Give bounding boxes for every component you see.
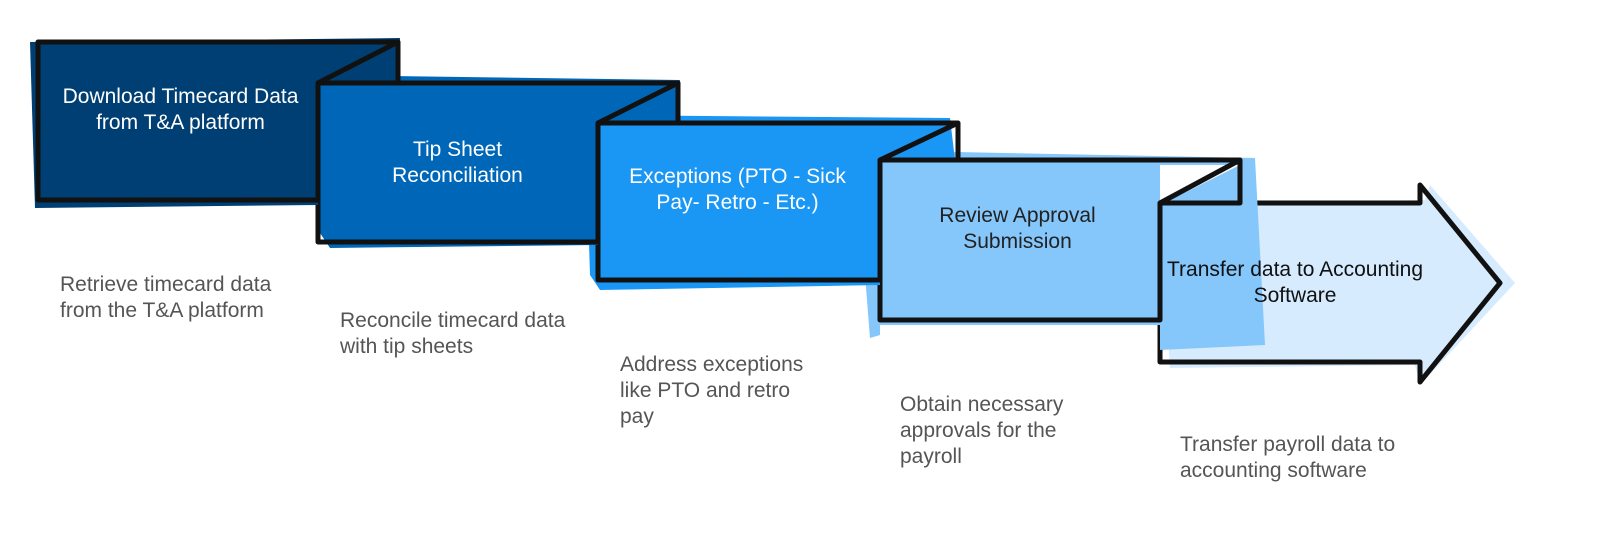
- step-1-description: Retrieve timecard data from the T&A plat…: [60, 273, 272, 322]
- step-2-title: Tip Sheet Reconciliation: [392, 138, 523, 187]
- step-4-description: Obtain necessary approvals for the payro…: [900, 393, 1064, 468]
- step-4-body: [880, 160, 1160, 325]
- fold-4-5: [1158, 157, 1242, 206]
- fold-1-2: [316, 39, 400, 86]
- step-2-fill: [318, 75, 680, 248]
- step-3-title: Exceptions (PTO - Sick Pay- Retro - Etc.…: [629, 165, 846, 214]
- step-3-fill: [585, 115, 955, 290]
- step-5-description: Transfer payroll data to accounting soft…: [1180, 433, 1396, 482]
- step-4-title: Review Approval Submission: [939, 204, 1096, 253]
- step-4-box: [855, 150, 1265, 350]
- fold-2-3: [596, 80, 680, 126]
- step-2-description: Reconcile timecard data with tip sheets: [340, 309, 566, 358]
- step-1-title: Download Timecard Data from T&A platform: [62, 85, 299, 134]
- fold-3-4: [878, 120, 960, 163]
- step-1-box: [30, 38, 401, 208]
- step-1-outline: [35, 39, 401, 203]
- step-5-title: Transfer data to Accounting Software: [1166, 258, 1424, 307]
- step-3-description: Address exceptions like PTO and retro pa…: [620, 353, 804, 428]
- step-1-fill: [30, 38, 400, 208]
- fold-lines: [316, 39, 1242, 206]
- step-5-outline: [1157, 182, 1503, 385]
